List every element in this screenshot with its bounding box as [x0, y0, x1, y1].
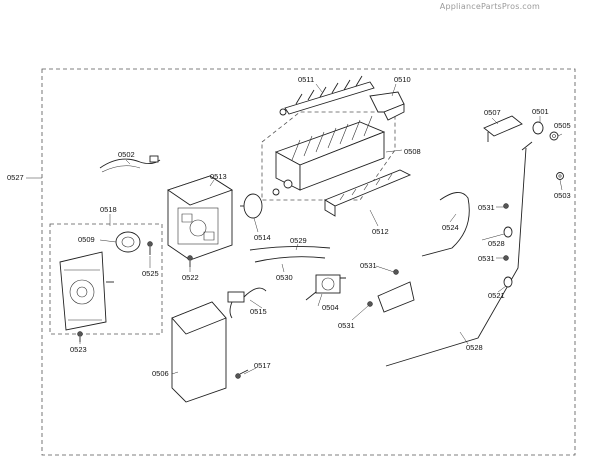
- label-0531-c: 0531: [478, 254, 495, 263]
- screw-0525: [147, 241, 153, 255]
- screw-0522: [187, 255, 193, 267]
- label-0512: 0512: [372, 227, 389, 236]
- watermark: AppliancePartsPros.com: [439, 2, 540, 11]
- control-housing-0513: [166, 175, 234, 261]
- label-0517: 0517: [254, 361, 271, 370]
- shutoff-arm-0528: [385, 141, 533, 367]
- washer-0503: [556, 172, 564, 180]
- motor-0514: [240, 193, 263, 219]
- fill-tube-0529: [249, 245, 331, 251]
- label-0501: 0501: [532, 107, 549, 116]
- label-0505: 0505: [554, 121, 571, 130]
- clip-0521: [503, 255, 513, 288]
- label-0527: 0527: [7, 173, 24, 182]
- motor-0509: [115, 231, 141, 253]
- group-0518-boundary: [49, 223, 163, 335]
- water-valve-0504: [305, 274, 346, 301]
- label-0528-a: 0528: [488, 239, 505, 248]
- label-0528-b: 0528: [466, 343, 483, 352]
- bracket-0510: [369, 91, 405, 121]
- label-0531-a: 0531: [478, 203, 495, 212]
- label-0502: 0502: [118, 150, 135, 159]
- label-0507: 0507: [484, 108, 501, 117]
- washer-0505: [549, 131, 559, 141]
- clip-0528: [503, 203, 513, 238]
- ice-tray-mold-0508: [272, 115, 386, 196]
- ice-stripper-0512: [323, 169, 412, 217]
- label-0511: 0511: [298, 75, 314, 84]
- leader-lines: [26, 83, 563, 375]
- label-0529: 0529: [290, 236, 307, 245]
- cover-0506: [171, 301, 227, 403]
- label-0531-d: 0531: [338, 321, 355, 330]
- label-0525: 0525: [142, 269, 159, 278]
- bushing-0501: [532, 121, 544, 135]
- label-0508: 0508: [404, 147, 421, 156]
- screw-0523: [77, 331, 83, 342]
- label-0513: 0513: [210, 172, 227, 181]
- screw-0517: [235, 369, 249, 379]
- label-0506: 0506: [152, 369, 169, 378]
- wire-harness-0502: [99, 155, 161, 173]
- label-0524: 0524: [442, 223, 459, 232]
- label-0518: 0518: [100, 205, 117, 214]
- label-0523: 0523: [70, 345, 87, 354]
- label-0530: 0530: [276, 273, 293, 282]
- label-0509: 0509: [78, 235, 95, 244]
- ejector-shaft-0511: [279, 75, 375, 116]
- label-0514: 0514: [254, 233, 271, 242]
- valve-bracket: [367, 269, 415, 313]
- tube-0530: [254, 256, 326, 263]
- label-0522: 0522: [182, 273, 199, 282]
- assembly-boundary: [41, 68, 576, 456]
- feeler-arm-0524: [421, 192, 470, 257]
- label-0503: 0503: [554, 191, 571, 200]
- cover-plate-0518: [59, 251, 114, 331]
- switch-arm-0507: [483, 115, 523, 142]
- label-0515: 0515: [250, 307, 267, 316]
- label-0510: 0510: [394, 75, 411, 84]
- label-0521: 0521: [488, 291, 505, 300]
- harness-0515: [227, 287, 267, 319]
- label-0504: 0504: [322, 303, 339, 312]
- label-0531-b: 0531: [360, 261, 377, 270]
